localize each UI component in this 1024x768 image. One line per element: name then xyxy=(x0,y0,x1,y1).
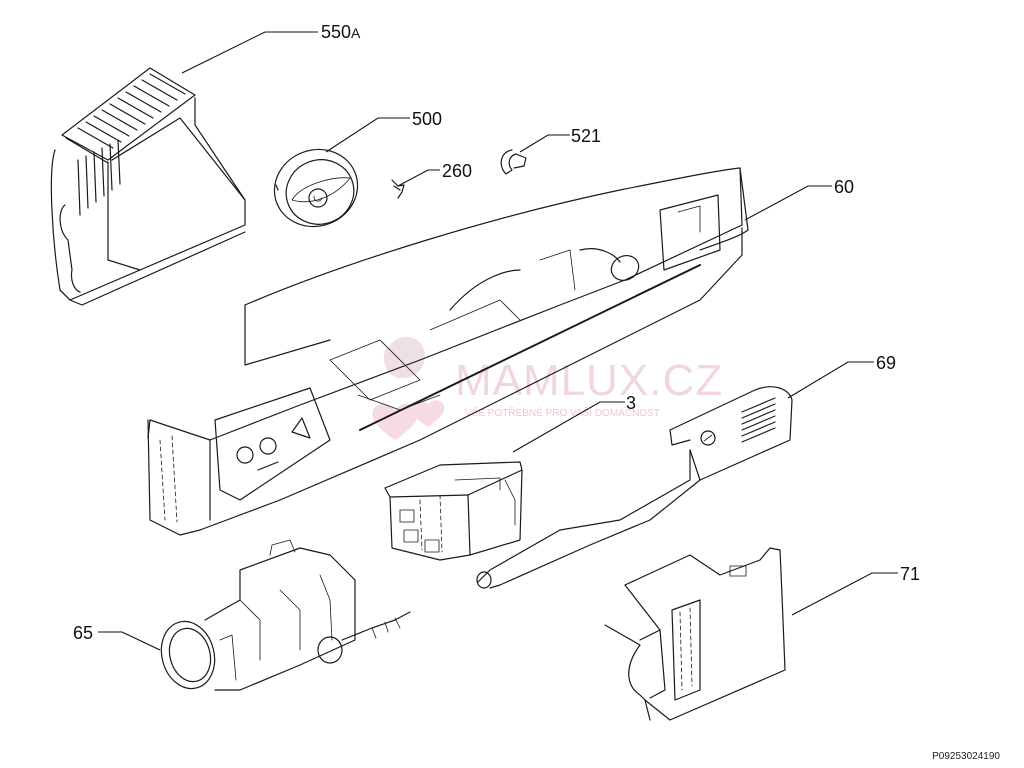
callout-label: 260 xyxy=(442,161,472,181)
callout-550a[interactable]: 550A xyxy=(181,22,361,74)
callout-3[interactable]: 3 xyxy=(512,393,636,453)
document-id: P09253024190 xyxy=(932,751,1000,762)
callout-label: 3 xyxy=(626,393,636,413)
watermark-subtext: VŠE POTŘEBNÉ PRO VAŠI DOMÁCNOST xyxy=(465,406,660,419)
callout-label: 550 xyxy=(321,22,351,42)
watermark-heart-icon xyxy=(411,400,445,427)
part-521-clip-ring[interactable] xyxy=(500,149,527,175)
leader-line xyxy=(181,31,318,74)
part-550a-grille-cover[interactable] xyxy=(50,67,246,306)
callout-label: 69 xyxy=(876,353,896,373)
callout-label: 521 xyxy=(571,126,601,146)
part-3-thermostat[interactable] xyxy=(384,461,523,561)
leader-line xyxy=(519,134,570,153)
callout-500[interactable]: 500 xyxy=(325,109,442,153)
watermark-text: MAMLUX.CZ xyxy=(455,356,723,405)
part-71-cover-plate[interactable] xyxy=(604,547,786,721)
callout-60[interactable]: 60 xyxy=(744,177,854,221)
part-69-thermostat-lever[interactable] xyxy=(476,386,793,589)
callout-label: 500 xyxy=(412,109,442,129)
leader-line xyxy=(397,169,440,187)
watermark: MAMLUX.CZ VŠE POTŘEBNÉ PRO VAŠI DOMÁCNOS… xyxy=(372,336,723,440)
callout-69[interactable]: 69 xyxy=(787,353,896,399)
callout-71[interactable]: 71 xyxy=(791,564,920,616)
callout-521[interactable]: 521 xyxy=(519,126,601,153)
leader-line xyxy=(512,401,625,453)
part-500-knob[interactable] xyxy=(264,138,369,238)
leader-line xyxy=(791,572,898,616)
callout-260[interactable]: 260 xyxy=(397,161,472,187)
callout-label: 60 xyxy=(834,177,854,197)
leader-line xyxy=(98,631,161,651)
callout-65[interactable]: 65 xyxy=(73,623,161,651)
callout-suffix: A xyxy=(351,25,361,41)
callout-label: 71 xyxy=(900,564,920,584)
leader-line xyxy=(325,117,410,153)
part-260-clip[interactable] xyxy=(391,179,405,199)
watermark-figure-icon xyxy=(383,336,425,379)
part-60-control-panel-housing[interactable] xyxy=(147,167,749,536)
part-65-lamp-holder-assembly[interactable] xyxy=(154,539,411,695)
leader-line xyxy=(787,361,874,399)
callout-label: 65 xyxy=(73,623,93,643)
watermark-heart-icon xyxy=(372,403,418,440)
svg-text:550A: 550A xyxy=(321,22,361,42)
leader-line xyxy=(744,185,832,221)
